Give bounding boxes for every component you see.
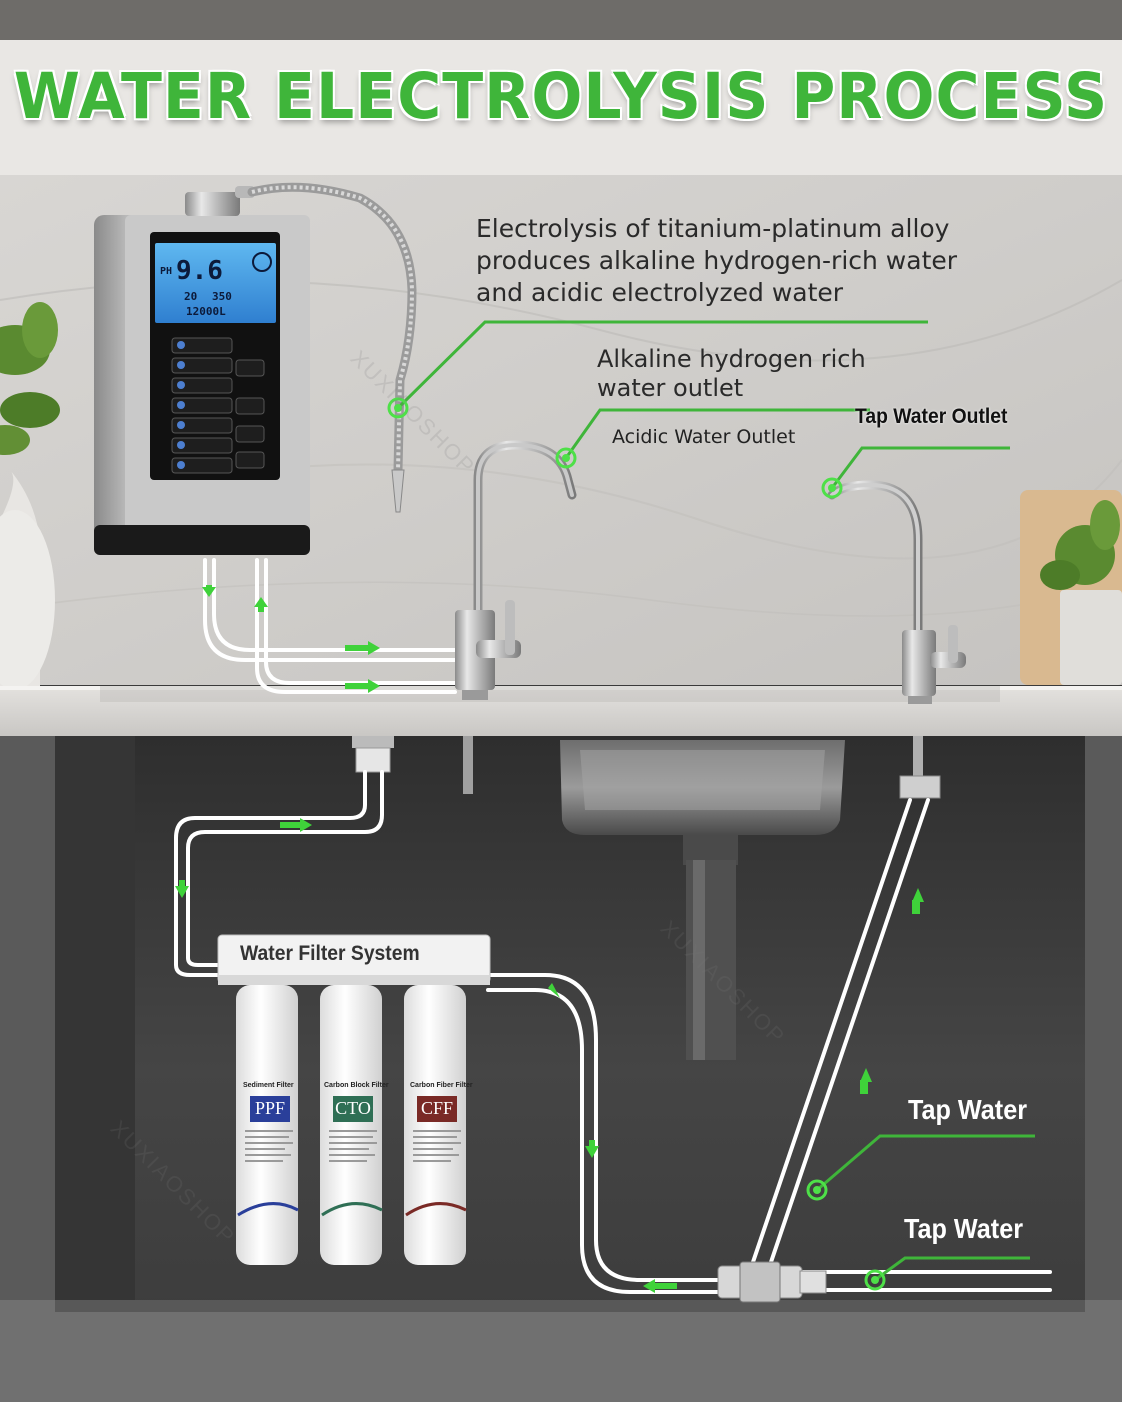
ppf-badge <box>250 1096 290 1122</box>
cartridge-title: Carbon Block Filter <box>324 1082 389 1089</box>
tap-water-outlet-label: Tap Water Outlet <box>855 405 1008 428</box>
lcd-temp: 20 <box>184 290 198 303</box>
pipes <box>174 558 1052 1294</box>
page-title: WATER ELECTROLYSIS PROCESS <box>13 60 1109 134</box>
cartridge-title: Carbon Fiber Filter <box>410 1082 473 1089</box>
tap-water-label-upper: Tap Water <box>908 1094 1028 1125</box>
tap-water-label-lower: Tap Water <box>904 1213 1024 1244</box>
lcd-volume: 12000L <box>186 305 226 318</box>
cartridge-code: CFF <box>420 1098 454 1118</box>
lcd-ph-value: 9.6 <box>176 256 223 286</box>
lcd-ph-label: PH <box>160 266 173 277</box>
cartridge-title: Sediment Filter <box>243 1082 294 1089</box>
lcd-screen <box>155 243 276 323</box>
plant-right <box>1020 490 1122 685</box>
cartridge-code: CTO <box>335 1098 371 1118</box>
top-shelf <box>0 0 1122 40</box>
callout-lines <box>396 320 1035 1282</box>
t-connector <box>717 1261 827 1303</box>
alkaline-faucet <box>455 440 577 700</box>
plant-left <box>0 302 60 690</box>
water-ionizer <box>94 186 310 555</box>
sink-basin <box>560 740 845 1060</box>
acidic-outlet-label: Acidic Water Outlet <box>612 426 796 448</box>
electrolysis-description: Electrolysis of titanium-platinum alloy … <box>476 214 958 307</box>
water-filter-system <box>217 934 491 1265</box>
alkaline-outlet-label: Alkaline hydrogen rich water outlet <box>597 345 866 402</box>
cto-badge <box>333 1096 373 1122</box>
cartridge-code: PPF <box>254 1098 286 1118</box>
callout-dots <box>387 397 886 1291</box>
flow-arrows <box>175 585 924 1293</box>
cff-badge <box>417 1096 457 1122</box>
lcd-orp: 350 <box>212 290 232 303</box>
filter-system-label: Water Filter System <box>240 942 420 965</box>
